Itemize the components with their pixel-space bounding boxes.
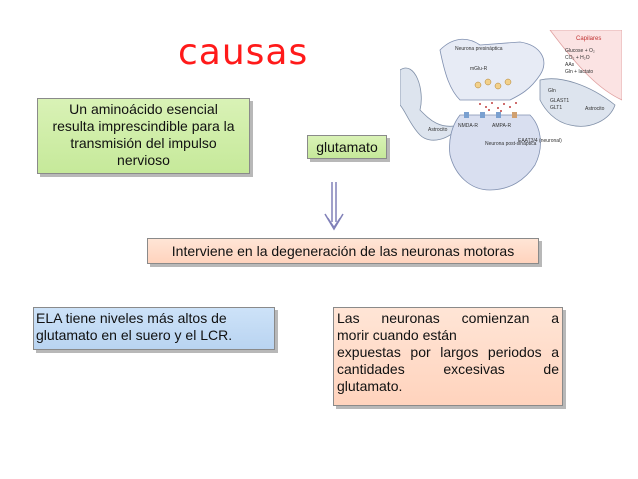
neuron-line-4: cantidades excesivas de — [337, 361, 559, 377]
astrocyte-left-label: Astrocito — [428, 127, 448, 133]
capillary-label: Capilares — [576, 36, 601, 42]
presynaptic-label: Neurona presináptica — [455, 46, 503, 52]
gln-short-label: Gln — [548, 88, 556, 94]
neuron-line-1: Las neuronas comienzan a — [337, 310, 559, 326]
aminoacid-line-1: Un aminoácido esencial — [69, 101, 218, 117]
neuron-line-3: expuestas por largos periodos a — [337, 344, 559, 360]
aas-label: AAs — [565, 62, 575, 68]
ela-line-2: glutamato en el suero y el LCR. — [36, 327, 233, 343]
astrocyte-right-label: Astrocito — [585, 106, 605, 112]
down-arrow-icon — [324, 182, 344, 231]
glast-label: GLAST1 — [550, 98, 569, 104]
nmda-label: NMDA-R — [458, 123, 478, 129]
ampa-label: AMPA-R — [492, 123, 511, 129]
degeneration-box: Interviene en la degeneración de las neu… — [147, 238, 539, 264]
glt1-label: GLT1 — [550, 105, 562, 111]
gln-label: Gln + lactato — [565, 69, 593, 75]
glutamate-box: glutamato — [307, 135, 387, 159]
neuron-death-box: Las neuronas comienzan a morir cuando es… — [333, 307, 563, 406]
aminoacid-line-4: nervioso — [117, 152, 170, 168]
aminoacid-line-3: transmisión del impulso — [70, 135, 217, 151]
ela-line-1: ELA tiene niveles más altos de — [36, 310, 227, 326]
page-title: causas — [178, 32, 309, 73]
mglu-label: mGlu-R — [470, 66, 488, 72]
aminoacid-line-2: resulta imprescindible para la — [52, 118, 235, 134]
neuron-line-2: morir cuando están — [337, 327, 457, 343]
eaat-label: EAAT3/4 (neuronal) — [518, 138, 562, 144]
ela-levels-box: ELA tiene niveles más altos de glutamato… — [33, 307, 275, 350]
co2-label: CO₂ + H₂O — [565, 55, 590, 61]
postsynaptic-label: Neurona post-sináptica — [485, 141, 537, 147]
aminoacid-description-box: Un aminoácido esencial resulta imprescin… — [37, 98, 250, 174]
neuron-line-5: glutamato. — [337, 378, 403, 394]
glucose-label: Glucose + O₂ — [565, 48, 595, 54]
synapse-diagram: Capilares Glucose + O₂ CO₂ + H₂O AAs Gln… — [400, 30, 622, 191]
